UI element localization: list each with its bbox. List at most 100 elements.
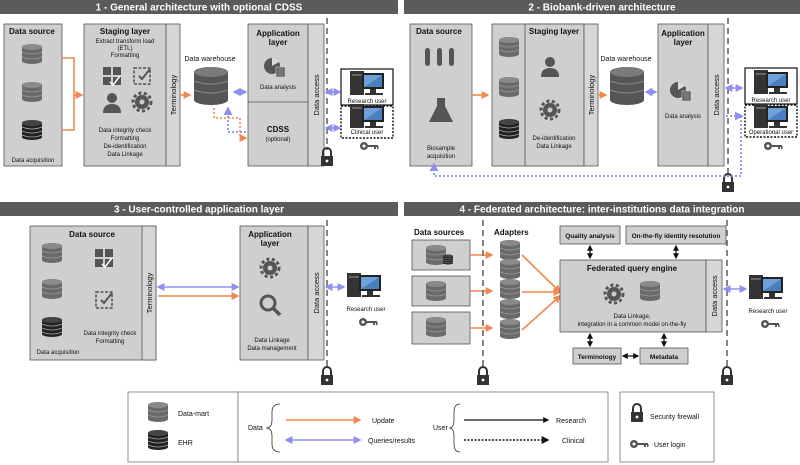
p1-staging-title: Staging layer bbox=[100, 27, 150, 36]
adapter-icon bbox=[499, 239, 521, 261]
data-mart-icon bbox=[147, 401, 169, 423]
p4-terminology-label: Terminology bbox=[578, 354, 617, 361]
p1-cdss-optional: (optional) bbox=[265, 137, 290, 143]
p1-research-user: Research user bbox=[347, 99, 386, 105]
data-mart-icon bbox=[41, 278, 63, 300]
key-icon bbox=[764, 142, 783, 150]
p3-app-title: Application bbox=[248, 230, 292, 239]
p1-app-title: Application bbox=[256, 29, 300, 38]
p3-app-bottom: Data management bbox=[247, 346, 297, 352]
p2-staging-title: Staging layer bbox=[529, 27, 579, 36]
p2-data-source-box bbox=[409, 23, 473, 167]
p1-warehouse-label: Data warehouse bbox=[185, 56, 236, 63]
panel-general-architecture: 1 - General architecture with optional C… bbox=[0, 0, 398, 167]
p3-app-title: layer bbox=[261, 239, 280, 248]
p1-app-title: layer bbox=[269, 38, 288, 47]
p4-adapters-title: Adapters bbox=[494, 228, 529, 237]
panel-1-header bbox=[0, 0, 398, 14]
ehr-icon bbox=[41, 316, 63, 338]
p2-app-title: layer bbox=[674, 38, 693, 47]
legend-user: User bbox=[433, 425, 448, 432]
p2-staging-bottom: Data Linkage bbox=[536, 144, 572, 150]
brace bbox=[265, 403, 281, 453]
p2-data-analysis: Data analysis bbox=[665, 114, 701, 120]
p2-research-user: Research user bbox=[751, 98, 790, 104]
legend-box bbox=[127, 391, 239, 463]
test-tubes-icon bbox=[425, 48, 454, 66]
p4-metadata-box bbox=[639, 347, 689, 365]
p1-staging-line: Formatting bbox=[111, 53, 140, 59]
p1-clinical-user: Clinical user bbox=[351, 130, 384, 136]
p4-metadata-label: Metadata bbox=[650, 354, 679, 361]
key-icon bbox=[360, 142, 379, 150]
legend-update: Update bbox=[372, 418, 395, 425]
p2-data-source-title: Data source bbox=[416, 27, 462, 36]
data-mart-icon bbox=[498, 36, 520, 58]
p4-engine-title: Federated query engine bbox=[587, 264, 678, 273]
panel-biobank-architecture: 2 - Biobank-driven architecture Data sou… bbox=[404, 0, 800, 193]
p4-engine-box bbox=[559, 259, 707, 333]
p4-identity-label: On-the-fly identity resolution bbox=[632, 233, 721, 240]
p4-research-user: Research user bbox=[748, 309, 787, 315]
operational-user-frame bbox=[744, 104, 798, 138]
legend-queries: Queries/results bbox=[368, 438, 416, 445]
p2-app-title: Application bbox=[661, 29, 705, 38]
brace bbox=[448, 403, 461, 453]
p2-warehouse-label: Data warehouse bbox=[601, 56, 652, 63]
p3-data-acquisition: Data acquisition bbox=[37, 350, 80, 356]
p3-app-bottom: Data Linkage bbox=[254, 338, 290, 344]
panel-3-header bbox=[0, 202, 398, 216]
feedback-arrow-dashed bbox=[429, 116, 742, 177]
panel-2-header bbox=[404, 0, 800, 14]
data-mart-icon bbox=[425, 280, 447, 302]
p4-identity-box bbox=[625, 225, 727, 245]
p3-integrity: Data integrity check bbox=[84, 331, 138, 337]
p1-data-analysis: Data analysis bbox=[260, 85, 296, 91]
data-warehouse-icon bbox=[193, 66, 229, 106]
p1-staging-bottom: Data Linkage bbox=[107, 152, 143, 158]
p2-biosample: acquisition bbox=[427, 154, 455, 160]
legend-data-mart: Data-mart bbox=[178, 411, 209, 418]
legend-box bbox=[237, 391, 609, 463]
p3-data-access-bar bbox=[307, 225, 325, 361]
panel-1-title: 1 - General architecture with optional C… bbox=[96, 3, 303, 14]
key-icon bbox=[359, 318, 378, 326]
data-mart-icon bbox=[425, 316, 447, 338]
p4-engine-text: integration in a common model on-the-fly bbox=[578, 322, 687, 328]
p4-quality-box bbox=[559, 225, 621, 245]
computer-icon bbox=[350, 71, 384, 95]
update-arrow bbox=[521, 294, 562, 331]
data-warehouse-icon bbox=[609, 66, 645, 106]
p2-data-access-bar bbox=[707, 23, 725, 167]
lock-icon bbox=[476, 366, 490, 386]
adapter-icon bbox=[499, 298, 521, 320]
p1-staging-bottom: Formatting bbox=[111, 136, 140, 142]
update-arrow bbox=[62, 57, 82, 131]
computer-icon bbox=[347, 273, 381, 297]
update-arrow-dashed bbox=[213, 108, 248, 142]
lock-icon bbox=[320, 147, 334, 167]
legend-data: Data bbox=[248, 425, 263, 432]
p4-data-sources-title: Data sources bbox=[414, 228, 465, 237]
key-icon bbox=[761, 320, 780, 328]
query-arrow-dashed bbox=[223, 106, 246, 133]
p3-terminology-bar bbox=[141, 225, 157, 361]
legend: Data-mart EHR Data Update Queries/result… bbox=[127, 391, 715, 463]
research-user-frame bbox=[744, 67, 798, 105]
p1-data-access-label: Data access bbox=[312, 74, 321, 116]
p4-quality-label: Quality analysis bbox=[565, 233, 615, 240]
data-mart-icon bbox=[639, 280, 661, 302]
p1-application-box bbox=[247, 23, 309, 167]
legend-login: User login bbox=[654, 442, 686, 449]
data-mart-icon bbox=[21, 81, 43, 103]
adapter-icon bbox=[499, 258, 521, 280]
lock-icon bbox=[720, 366, 734, 386]
flask-icon bbox=[429, 98, 453, 122]
p2-staging-bottom: De-identification bbox=[532, 136, 575, 142]
computer-icon bbox=[754, 70, 788, 94]
research-user-frame bbox=[340, 68, 394, 106]
legend-firewall: Security firewall bbox=[650, 414, 699, 421]
p3-data-access-label: Data access bbox=[312, 272, 321, 314]
p1-staging-line: (ETL) bbox=[118, 46, 133, 52]
